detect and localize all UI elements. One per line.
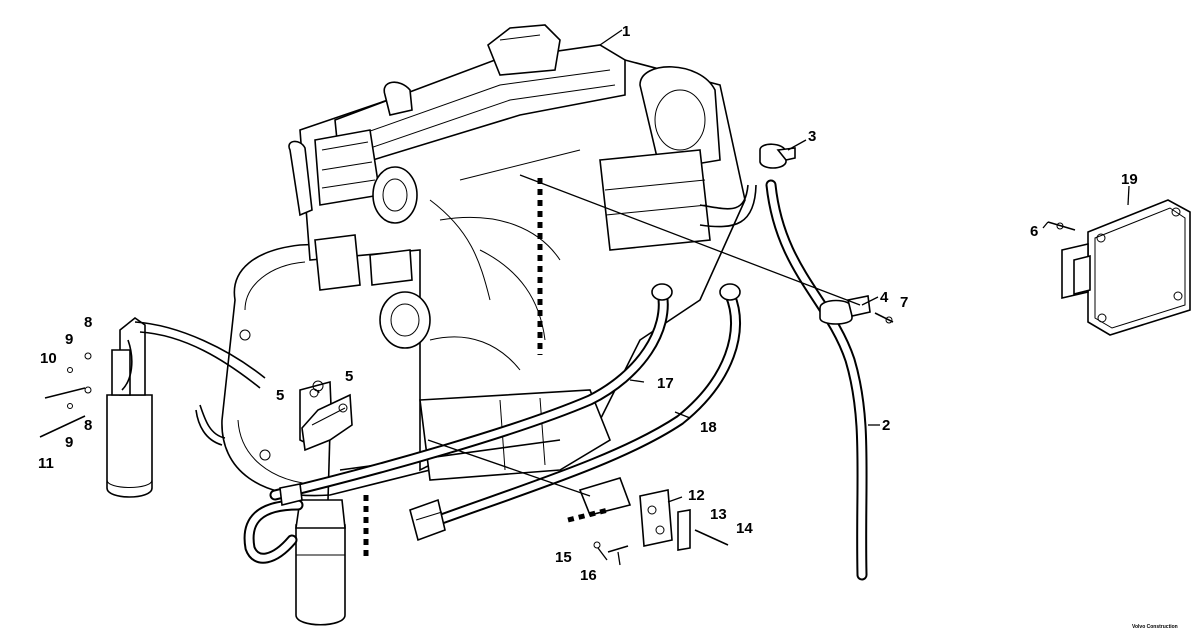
- callout-12: 12: [688, 487, 705, 504]
- callout-9-bottom: 9: [65, 434, 73, 451]
- callout-15: 15: [555, 549, 572, 566]
- receiver-drier-left: [39, 317, 266, 498]
- callout-8-top: 8: [84, 314, 92, 331]
- engine-assembly: [221, 24, 757, 497]
- callout-17: 17: [657, 375, 674, 392]
- callout-9-top: 9: [65, 331, 73, 348]
- publisher-credit: Volvo Construction: [1132, 624, 1178, 630]
- callout-7: 7: [900, 294, 908, 311]
- leader-lines: [317, 29, 1130, 566]
- callout-18: 18: [700, 419, 717, 436]
- hose-assembly-17-18: [269, 283, 742, 542]
- receiver-drier-bottom: [243, 380, 346, 626]
- callout-13: 13: [710, 506, 727, 523]
- callout-11: 11: [38, 455, 54, 472]
- callout-16: 16: [580, 567, 597, 584]
- callout-5-left: 5: [276, 387, 284, 404]
- callout-8-bottom: 8: [84, 417, 92, 434]
- callout-3: 3: [808, 128, 816, 145]
- callout-1: 1: [622, 23, 630, 40]
- callout-14: 14: [736, 520, 753, 537]
- callout-19: 19: [1121, 171, 1138, 188]
- hose-2: [759, 143, 894, 581]
- callout-6: 6: [1030, 223, 1038, 240]
- clamp-parts-12-16: [427, 174, 861, 553]
- callout-4: 4: [880, 289, 889, 306]
- alignment-dashes: [363, 178, 609, 560]
- callout-2: 2: [882, 417, 890, 434]
- bracket-5: [301, 380, 353, 452]
- callout-5-right: 5: [345, 368, 353, 385]
- callout-10: 10: [40, 350, 57, 367]
- control-module-19: [1047, 199, 1191, 336]
- callout-labels: 1 2 3 4 5 5 6 7 8 8 9 9 10 11 12 13 14 1…: [38, 23, 1178, 630]
